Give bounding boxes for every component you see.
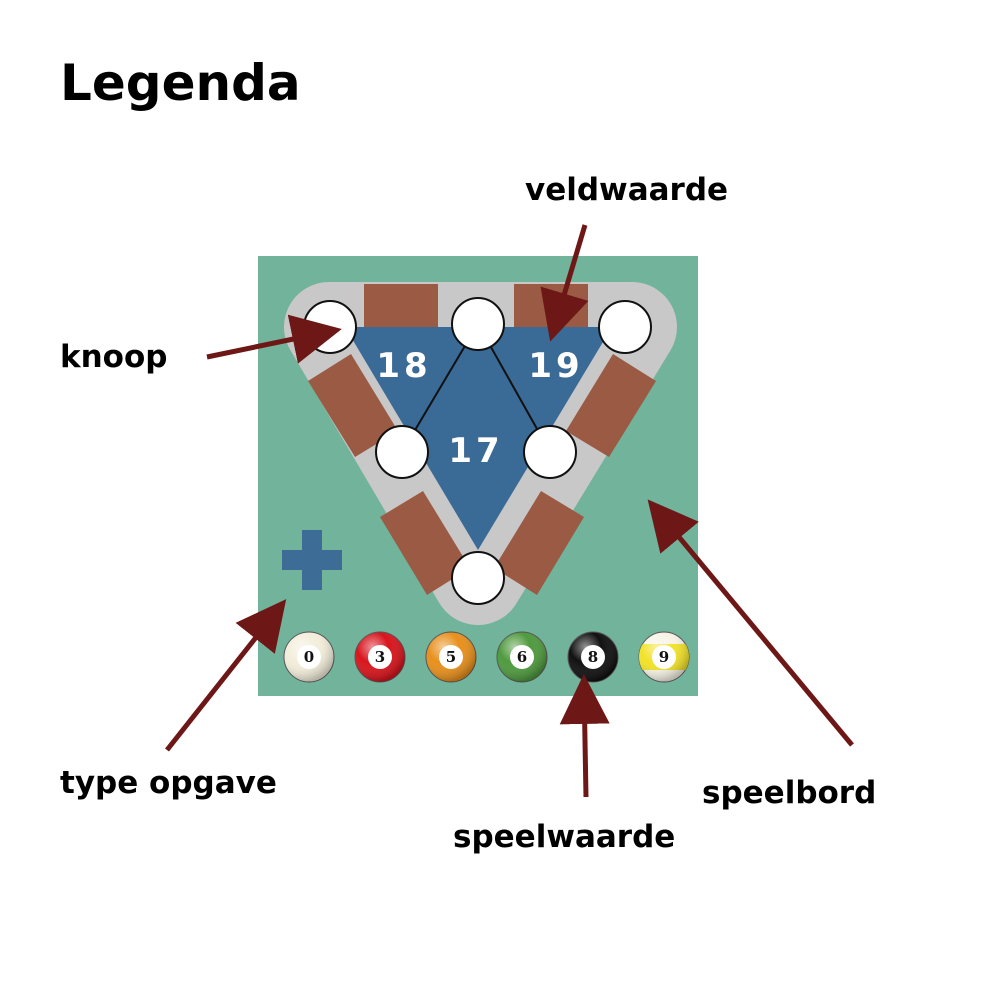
field-value-left: 18 (376, 346, 431, 386)
arrow-veldwaarde (540, 224, 589, 342)
rail-top-left (364, 284, 438, 328)
ball-5[interactable]: 5 (425, 631, 477, 683)
ball-row: 0 3 5 6 8 9 (283, 631, 690, 683)
ball-9[interactable]: 9 (638, 631, 690, 683)
node-middle-right[interactable] (523, 425, 577, 479)
ball-number: 9 (659, 648, 669, 666)
ball-number: 5 (446, 648, 456, 666)
label-veldwaarde: veldwaarde (525, 172, 728, 208)
label-speelwaarde: speelwaarde (453, 819, 675, 855)
node-top-right[interactable] (598, 300, 652, 354)
arrow-speelwaarde (559, 674, 610, 798)
node-middle-left[interactable] (375, 425, 429, 479)
legend-title: Legenda (60, 54, 301, 112)
label-speelbord: speelbord (702, 775, 876, 811)
ball-8[interactable]: 8 (567, 631, 619, 683)
rail-left-upper (308, 354, 398, 457)
rail-left-lower (380, 491, 470, 595)
ball-number: 0 (304, 648, 314, 666)
ball-number: 6 (517, 648, 527, 666)
ball-0[interactable]: 0 (283, 631, 335, 683)
arrows (165, 224, 854, 798)
arrow-speelbord (647, 499, 854, 747)
label-knoop: knoop (60, 339, 167, 375)
arrow-knoop (206, 314, 342, 364)
plus-icon (282, 530, 342, 590)
ball-number: 3 (375, 648, 385, 666)
ball-number: 8 (588, 648, 598, 666)
field-value-right: 19 (528, 346, 583, 386)
field-area (345, 327, 612, 550)
field-value-center: 17 (448, 431, 503, 471)
label-type-opgave: type opgave (60, 765, 277, 801)
node-top-middle[interactable] (451, 297, 505, 351)
rail-right-upper (566, 354, 656, 457)
node-top-left[interactable] (303, 300, 357, 354)
node-bottom[interactable] (451, 551, 505, 605)
rail-top-right (514, 284, 588, 328)
ball-3[interactable]: 3 (354, 631, 406, 683)
rail-right-lower (494, 491, 584, 595)
arrow-type-opgave (165, 599, 287, 752)
ball-6[interactable]: 6 (496, 631, 548, 683)
